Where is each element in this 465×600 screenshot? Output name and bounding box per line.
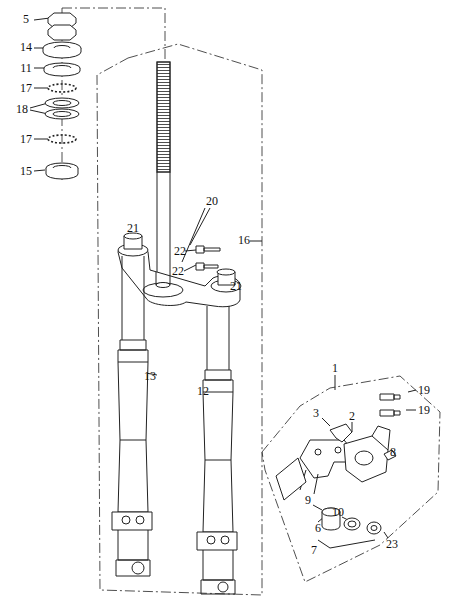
callout-number: 11 — [19, 62, 33, 75]
callout-number: 1 — [331, 362, 339, 375]
callout-number: 22 — [173, 245, 187, 258]
callout-number: 19 — [417, 404, 431, 417]
callout-number: 10 — [331, 506, 345, 519]
callout-number: 16 — [237, 234, 251, 247]
callout-number: 20 — [205, 195, 219, 208]
callout-number: 8 — [389, 446, 397, 459]
callout-number: 21 — [229, 280, 243, 293]
callout-number: 14 — [19, 41, 33, 54]
callout-number: 17 — [19, 133, 33, 146]
callout-number: 15 — [19, 165, 33, 178]
callout-number: 18 — [15, 103, 29, 116]
callout-number: 19 — [417, 384, 431, 397]
callout-number: 9 — [304, 494, 312, 507]
callout-number: 23 — [385, 538, 399, 551]
callout-number: 7 — [310, 544, 318, 557]
callout-number: 13 — [143, 370, 157, 383]
callout-number: 5 — [22, 13, 30, 26]
callout-number: 17 — [19, 82, 33, 95]
callout-number: 21 — [126, 222, 140, 235]
callout-number: 6 — [314, 522, 322, 535]
callout-number: 12 — [196, 385, 210, 398]
callout-number: 22 — [171, 265, 185, 278]
callout-number: 3 — [312, 407, 320, 420]
callout-number: 2 — [348, 410, 356, 423]
